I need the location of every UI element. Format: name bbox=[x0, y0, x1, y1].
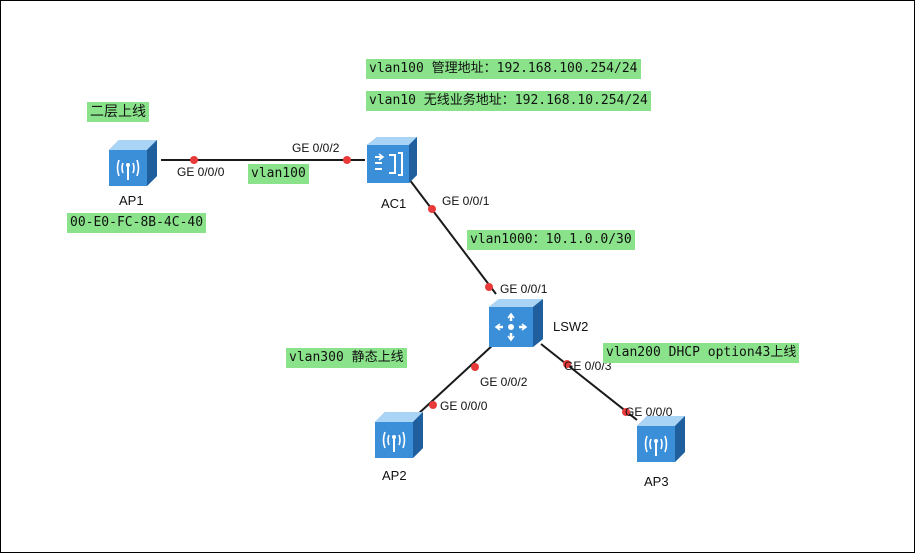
ap1-device[interactable] bbox=[105, 138, 159, 190]
ap2-label: AP2 bbox=[382, 468, 407, 483]
ap1-vlan-note: vlan100 bbox=[248, 164, 309, 184]
layer3-switch-icon bbox=[489, 299, 543, 347]
ap3-label: AP3 bbox=[644, 474, 669, 489]
port-dot bbox=[485, 283, 493, 291]
access-point-icon bbox=[637, 416, 685, 462]
ac1-device[interactable] bbox=[365, 135, 421, 189]
ac1-port-ge002-label: GE 0/0/2 bbox=[292, 141, 340, 155]
port-dot bbox=[429, 401, 437, 409]
lsw2-port-ge002-label: GE 0/0/2 bbox=[480, 375, 528, 389]
vlan1000-note: vlan1000：10.1.0.0/30 bbox=[467, 230, 635, 250]
port-dot bbox=[190, 156, 198, 164]
vlan100-mgmt-note: vlan100 管理地址：192.168.100.254/24 bbox=[366, 59, 641, 79]
port-dot bbox=[471, 363, 479, 371]
vlan300-static-note: vlan300 静态上线 bbox=[286, 348, 407, 368]
ap1-port-label: GE 0/0/0 bbox=[177, 165, 225, 179]
access-point-icon bbox=[109, 140, 157, 186]
ac1-label: AC1 bbox=[381, 196, 407, 211]
ap2-device[interactable] bbox=[371, 410, 425, 462]
lsw2-port-ge003-label: GE 0/0/3 bbox=[564, 359, 612, 373]
access-point-icon bbox=[375, 412, 423, 458]
ac1-port-ge001-label: GE 0/0/1 bbox=[442, 194, 490, 208]
ap1-mac-note: 00-E0-FC-8B-4C-40 bbox=[67, 213, 207, 233]
ap2-port-label: GE 0/0/0 bbox=[440, 399, 488, 413]
port-dot bbox=[343, 156, 351, 164]
vlan10-wireless-note: vlan10 无线业务地址：192.168.10.254/24 bbox=[366, 91, 651, 111]
ap3-port-label: GE 0/0/0 bbox=[625, 405, 673, 419]
lsw2-port-ge001-label: GE 0/0/1 bbox=[500, 282, 548, 296]
link-ac1-lsw2 bbox=[408, 178, 497, 295]
port-dot bbox=[622, 408, 630, 416]
ap1-layer2-note: 二层上线 bbox=[87, 102, 149, 122]
link-lsw2-ap3 bbox=[540, 343, 638, 421]
lsw2-device[interactable] bbox=[487, 297, 545, 353]
port-dot bbox=[563, 360, 571, 368]
port-dot bbox=[428, 205, 436, 213]
ap1-label: AP1 bbox=[119, 193, 144, 208]
access-controller-icon bbox=[367, 137, 417, 183]
vlan200-dhcp-note: vlan200 DHCP option43上线 bbox=[603, 343, 800, 363]
lsw2-label: LSW2 bbox=[553, 319, 589, 334]
ap3-device[interactable] bbox=[633, 414, 687, 466]
